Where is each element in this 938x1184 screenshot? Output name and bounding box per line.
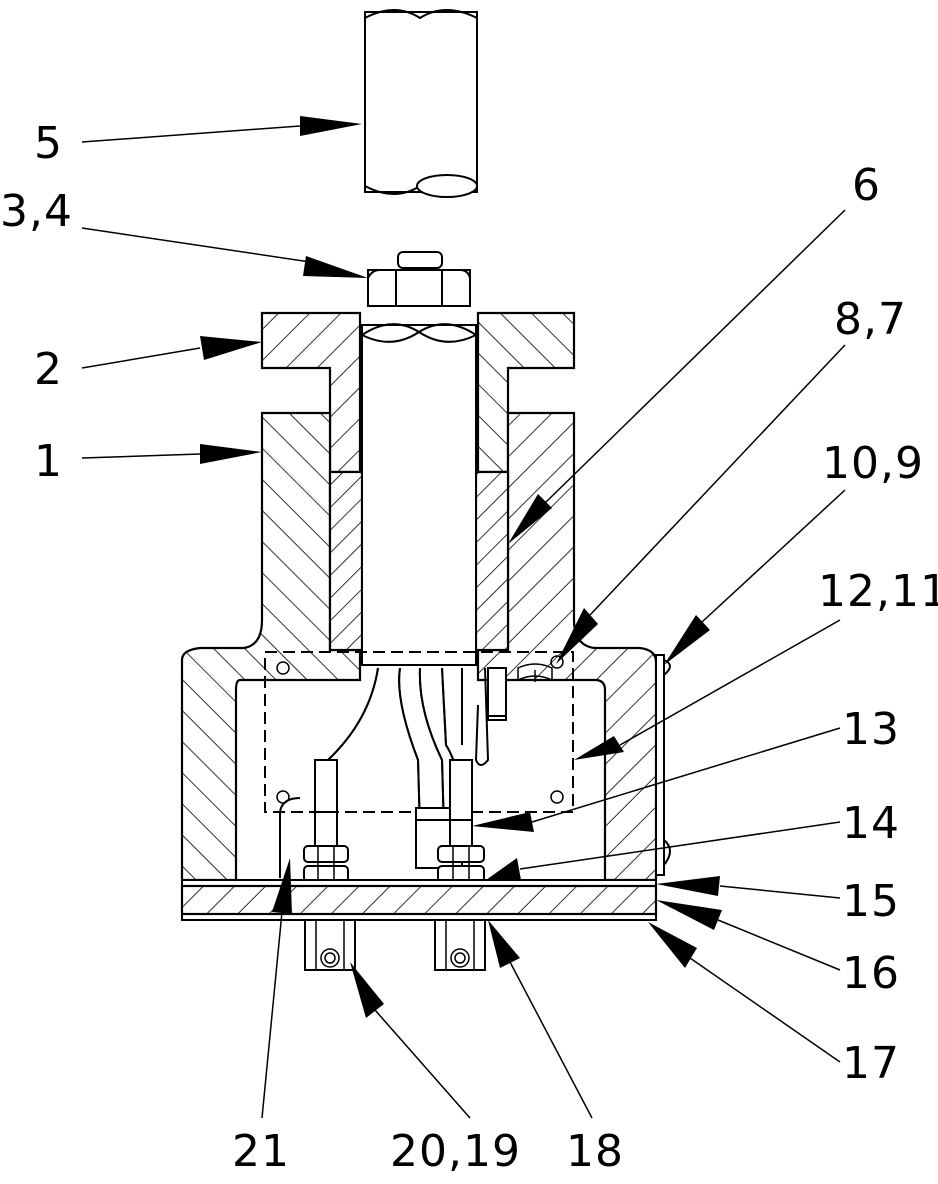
label-17: 17 (842, 1038, 900, 1089)
label-13: 13 (842, 704, 900, 755)
label-16: 16 (842, 948, 900, 999)
label-14: 14 (842, 798, 900, 849)
label-20-19: 20,19 (390, 1126, 521, 1177)
label-6: 6 (852, 160, 881, 211)
label-15: 15 (842, 876, 900, 927)
terminal-left (303, 759, 349, 883)
label-21: 21 (232, 1126, 290, 1177)
label-5: 5 (34, 118, 63, 169)
wires (327, 667, 507, 831)
label-8-7: 8,7 (834, 294, 907, 345)
flange-part-2 (260, 311, 576, 474)
label-1: 1 (34, 436, 63, 487)
base-plate-16 (180, 884, 658, 916)
shaft-upper (364, 9, 478, 198)
label-10-9: 10,9 (822, 438, 924, 489)
nut (367, 251, 471, 307)
label-3-4: 3,4 (0, 186, 73, 237)
terminal-blocks-bottom (304, 919, 486, 971)
shaft-lower (361, 323, 477, 666)
label-18: 18 (566, 1126, 624, 1177)
side-plate (655, 654, 671, 876)
terminal-right (437, 759, 485, 883)
label-12-11: 12,11 (818, 566, 938, 617)
leader-lines (81, 116, 846, 1119)
label-2: 2 (34, 344, 63, 395)
